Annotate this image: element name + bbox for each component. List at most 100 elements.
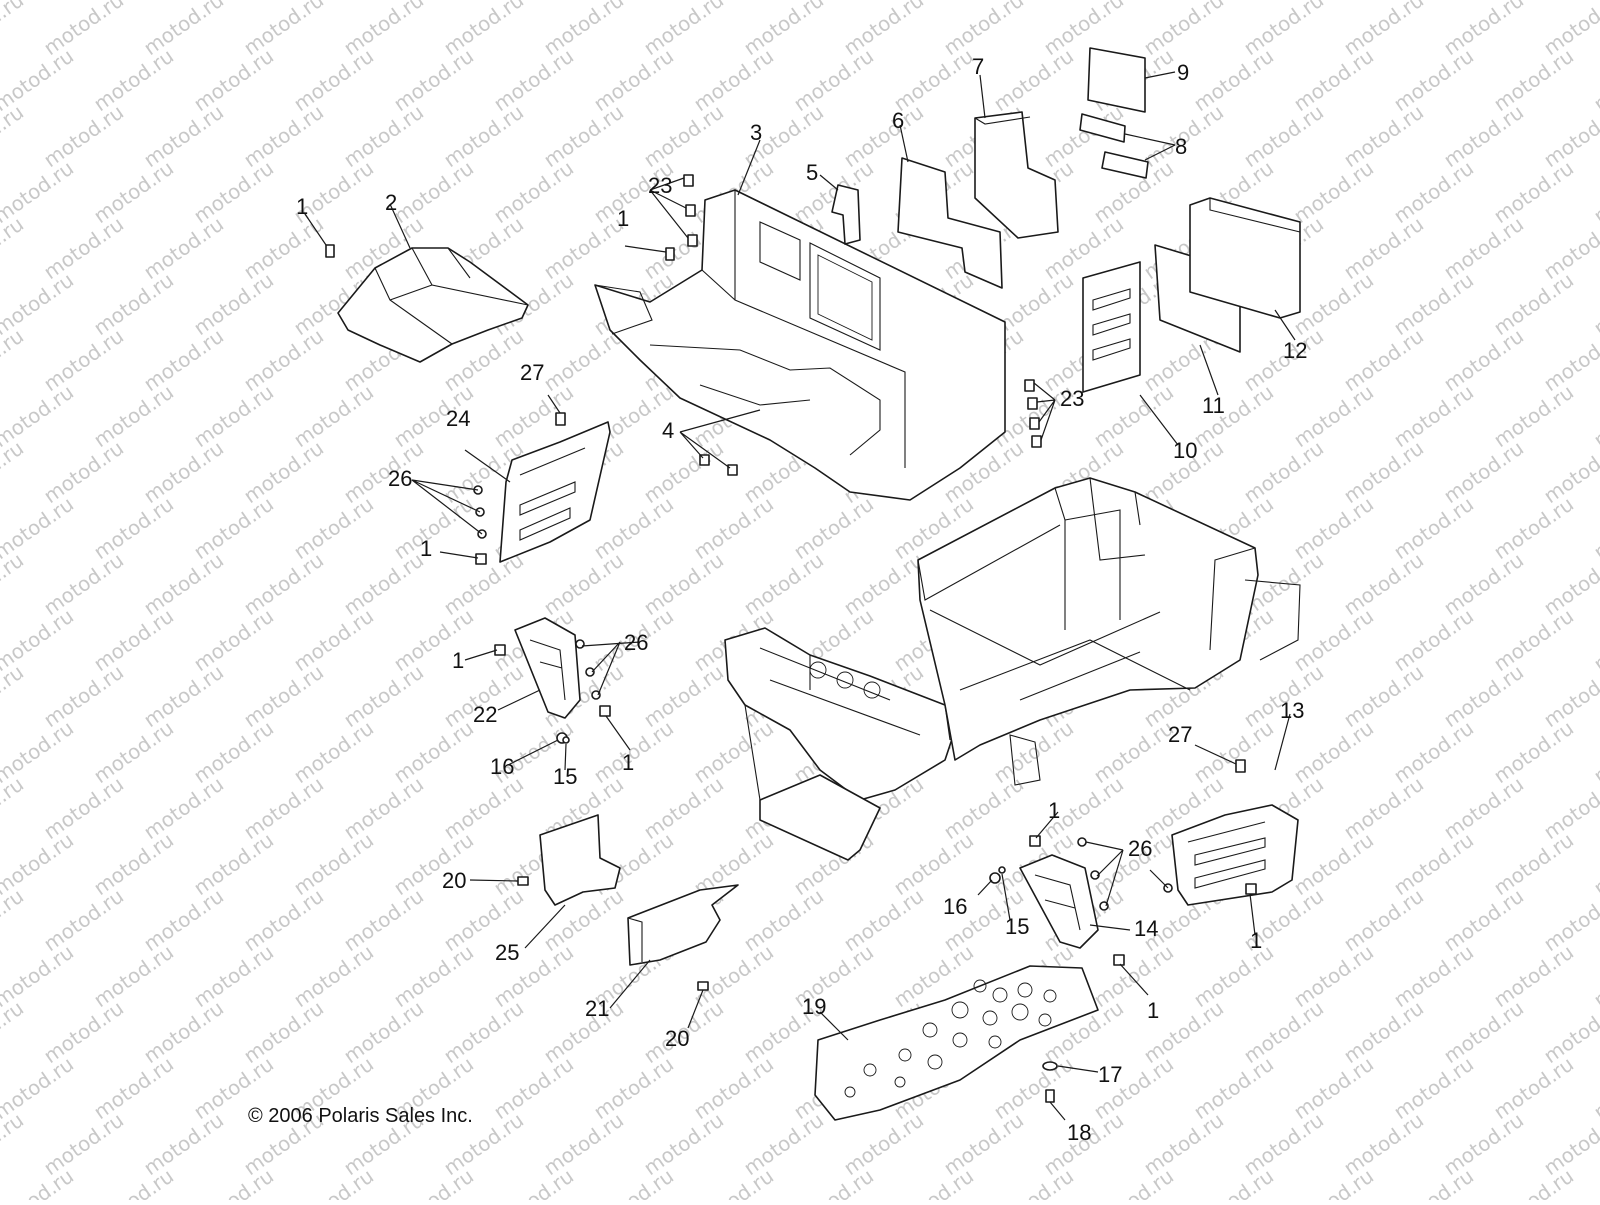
bolt-1f — [1029, 835, 1041, 847]
watermark-text: motod.ru — [189, 268, 278, 340]
watermark-text: motod.ru — [0, 884, 28, 956]
callout-6: 6 — [892, 108, 904, 133]
watermark-text: motod.ru — [289, 716, 378, 788]
watermark-text: motod.ru — [1089, 380, 1178, 452]
watermark-text: motod.ru — [1489, 268, 1578, 340]
callout-4: 4 — [662, 418, 674, 443]
watermark-text: motod.ru — [1489, 604, 1578, 676]
part-6-insulation-panel — [897, 157, 1003, 289]
watermark-text: motod.ru — [189, 716, 278, 788]
part-12-foam-slab — [1189, 197, 1301, 319]
callout-21: 21 — [585, 996, 609, 1021]
watermark-text: motod.ru — [739, 1108, 828, 1180]
bolt-1h — [1113, 954, 1125, 966]
callout-17: 17 — [1098, 1062, 1122, 1087]
watermark-text: motod.ru — [539, 996, 628, 1068]
callout-1: 1 — [1048, 798, 1060, 823]
watermark-text: motod.ru — [1539, 660, 1600, 732]
watermark-text: motod.ru — [89, 604, 178, 676]
callout-14: 14 — [1134, 916, 1158, 941]
watermark-text: motod.ru — [139, 548, 228, 620]
part-22-left-bracket — [514, 617, 581, 719]
watermark-text: motod.ru — [289, 380, 378, 452]
bolt-20b — [697, 981, 709, 991]
watermark-text: motod.ru — [1339, 884, 1428, 956]
watermark-text: motod.ru — [1439, 1108, 1528, 1180]
watermark-text: motod.ru — [1089, 1164, 1178, 1200]
part-8-pads — [1079, 113, 1149, 179]
watermark-text: motod.ru — [689, 492, 778, 564]
part-9-pad — [1087, 47, 1146, 113]
rivet-26f — [591, 690, 601, 700]
clip-23a — [683, 174, 694, 187]
watermark-text: motod.ru — [1289, 1164, 1378, 1200]
watermark-text: motod.ru — [989, 1052, 1078, 1124]
watermark-text: motod.ru — [0, 996, 28, 1068]
callout-7: 7 — [972, 54, 984, 79]
washer-15a — [562, 736, 570, 744]
watermark-text: motod.ru — [89, 492, 178, 564]
callout-26: 26 — [624, 630, 648, 655]
watermark-text: motod.ru — [1239, 436, 1328, 508]
watermark-text: motod.ru — [1289, 44, 1378, 116]
callout-9: 9 — [1177, 60, 1189, 85]
watermark-text: motod.ru — [1289, 268, 1378, 340]
part-5-bracket — [831, 184, 861, 245]
watermark-text: motod.ru — [589, 1052, 678, 1124]
watermark-text: motod.ru — [389, 604, 478, 676]
watermark-text: motod.ru — [1439, 772, 1528, 844]
watermark-text: motod.ru — [639, 772, 728, 844]
callout-20: 20 — [442, 868, 466, 893]
watermark-text: motod.ru — [439, 100, 528, 172]
watermark-text: motod.ru — [689, 716, 778, 788]
watermark-text: motod.ru — [1289, 716, 1378, 788]
watermark-text: motod.ru — [189, 156, 278, 228]
callout-5: 5 — [806, 160, 818, 185]
watermark-text: motod.ru — [589, 1164, 678, 1200]
watermark-text: motod.ru — [1339, 996, 1428, 1068]
watermark-text: motod.ru — [289, 940, 378, 1012]
callout-1: 1 — [296, 194, 308, 219]
watermark-text: motod.ru — [839, 100, 928, 172]
watermark-text: motod.ru — [439, 996, 528, 1068]
callout-15: 15 — [553, 764, 577, 789]
watermark-text: motod.ru — [489, 1164, 578, 1200]
callout-26: 26 — [1128, 836, 1152, 861]
bolt-1c — [475, 553, 487, 565]
watermark-text: motod.ru — [189, 44, 278, 116]
watermark-text: motod.ru — [1389, 380, 1478, 452]
part-10-louvered-panel — [1082, 261, 1141, 393]
callout-20: 20 — [665, 1026, 689, 1051]
watermark-text: motod.ru — [489, 1052, 578, 1124]
skid-plate-holes — [844, 979, 1057, 1098]
watermark-text: motod.ru — [1539, 1108, 1600, 1180]
watermark-text: motod.ru — [1389, 44, 1478, 116]
watermark-text: motod.ru — [1439, 324, 1528, 396]
callout-1: 1 — [617, 206, 629, 231]
watermark-text: motod.ru — [489, 44, 578, 116]
watermark-text: motod.ru — [239, 660, 328, 732]
watermark-text: motod.ru — [1589, 380, 1600, 452]
watermark-text: motod.ru — [889, 1164, 978, 1200]
watermark-text: motod.ru — [1189, 716, 1278, 788]
clip-23f — [1029, 417, 1040, 430]
watermark-text: motod.ru — [1589, 1164, 1600, 1200]
watermark-text: motod.ru — [339, 100, 428, 172]
watermark-text: motod.ru — [1189, 940, 1278, 1012]
callout-22: 22 — [473, 702, 497, 727]
watermark-text: motod.ru — [689, 44, 778, 116]
watermark-text: motod.ru — [289, 492, 378, 564]
watermark-text: motod.ru — [239, 436, 328, 508]
screw-18 — [1045, 1089, 1055, 1103]
watermark-text: motod.ru — [0, 548, 28, 620]
watermark-text: motod.ru — [389, 940, 478, 1012]
callout-2: 2 — [385, 190, 397, 215]
watermark-text: motod.ru — [1489, 716, 1578, 788]
watermark-text: motod.ru — [89, 828, 178, 900]
bolt-1g — [1245, 883, 1257, 895]
watermark-text: motod.ru — [239, 996, 328, 1068]
watermark-text: motod.ru — [89, 716, 178, 788]
callout-25: 25 — [495, 940, 519, 965]
watermark-text: motod.ru — [389, 1164, 478, 1200]
watermark-text: motod.ru — [1289, 1052, 1378, 1124]
